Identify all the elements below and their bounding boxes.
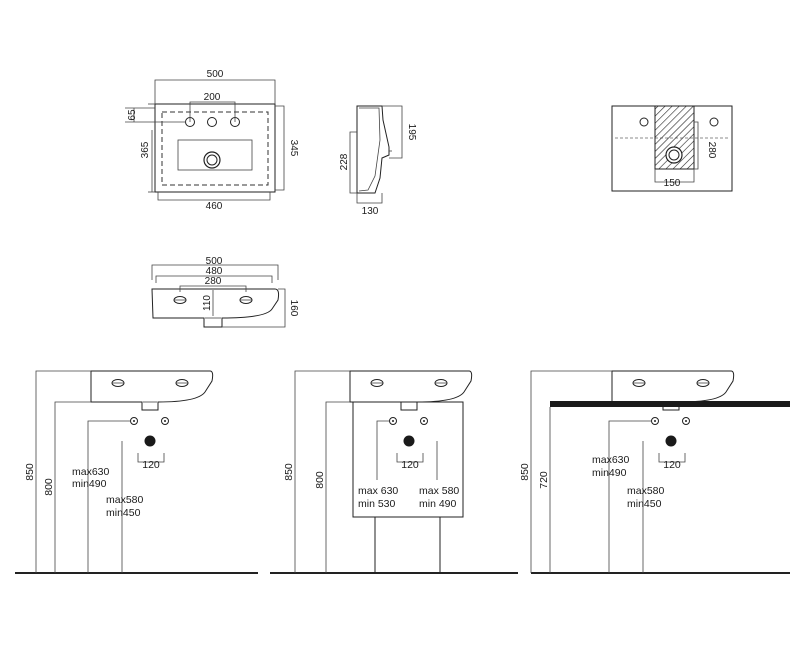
dim-500-front: 500 — [206, 256, 223, 267]
basin-outline — [154, 103, 276, 193]
install-wall-hung: 850 800 120 max630 min490 max580 min450 — [15, 370, 258, 574]
dim-365: 365 — [140, 141, 151, 158]
waste-outlet-b — [403, 435, 415, 447]
install-countertop: 850 720 120 max630 min490 max580 min450 — [519, 370, 790, 574]
dim-200: 200 — [204, 92, 221, 103]
dim-65: 65 — [127, 109, 138, 121]
dim-345: 345 — [288, 140, 299, 157]
dim-195: 195 — [406, 124, 417, 141]
dim-850-c: 850 — [519, 463, 531, 481]
dim-460: 460 — [206, 201, 223, 212]
dim-500: 500 — [207, 69, 224, 80]
dim-110: 110 — [202, 295, 213, 311]
dim-480: 480 — [206, 266, 223, 277]
waste-outlet-a — [144, 435, 156, 447]
front-view: 500 480 280 110 160 — [151, 256, 299, 328]
drain-min-a: min450 — [106, 507, 141, 519]
drain-min-c: min450 — [627, 498, 662, 510]
drain-max-c: max580 — [627, 485, 665, 497]
dim-850-b: 850 — [283, 463, 295, 481]
trap-min-a: min490 — [72, 478, 107, 490]
waste-outlet-c — [665, 435, 677, 447]
drain-min-b: min 490 — [419, 498, 457, 510]
front-hole-left — [173, 296, 187, 304]
side-view: 195 228 130 — [339, 105, 417, 217]
front-hole-right — [239, 296, 253, 304]
side-profile — [356, 105, 390, 194]
cabinet — [352, 401, 464, 518]
bowl-recess — [177, 139, 253, 171]
dim-720: 720 — [538, 471, 550, 489]
trap-max-a: max630 — [72, 466, 110, 478]
dim-280-front: 280 — [205, 276, 222, 287]
rear-hole-right — [709, 117, 719, 127]
dim-800-a: 800 — [43, 478, 55, 496]
dim-120-c: 120 — [663, 459, 681, 471]
dim-228: 228 — [339, 153, 350, 170]
dim-800-b: 800 — [314, 471, 326, 489]
top-view: 500 200 65 365 345 460 — [125, 69, 299, 212]
tap-hole-center — [207, 117, 217, 127]
drain-max-a: max580 — [106, 494, 144, 506]
dim-280-rear: 280 — [706, 142, 717, 159]
rear-hole-left — [639, 117, 649, 127]
dim-120-a: 120 — [142, 459, 160, 471]
trap-min-b: min 530 — [358, 498, 396, 510]
dim-120-b: 120 — [401, 459, 419, 471]
trap-max-c: max630 — [592, 454, 630, 466]
dim-850-a: 850 — [24, 463, 36, 481]
dim-150: 150 — [664, 178, 681, 189]
dim-130: 130 — [362, 206, 379, 217]
rear-view: 280 150 — [611, 105, 733, 192]
trap-min-c: min490 — [592, 467, 627, 479]
basin-inner-dashed — [161, 111, 269, 186]
trap-max-b: max 630 — [358, 485, 398, 497]
drain-max-b: max 580 — [419, 485, 459, 497]
install-with-cabinet: 850 800 120 max 630 min 530 max 580 min … — [270, 370, 518, 574]
countertop-slab — [550, 401, 790, 407]
drain-hole-inner — [206, 154, 218, 166]
front-profile — [151, 288, 280, 328]
dim-160: 160 — [288, 300, 299, 317]
